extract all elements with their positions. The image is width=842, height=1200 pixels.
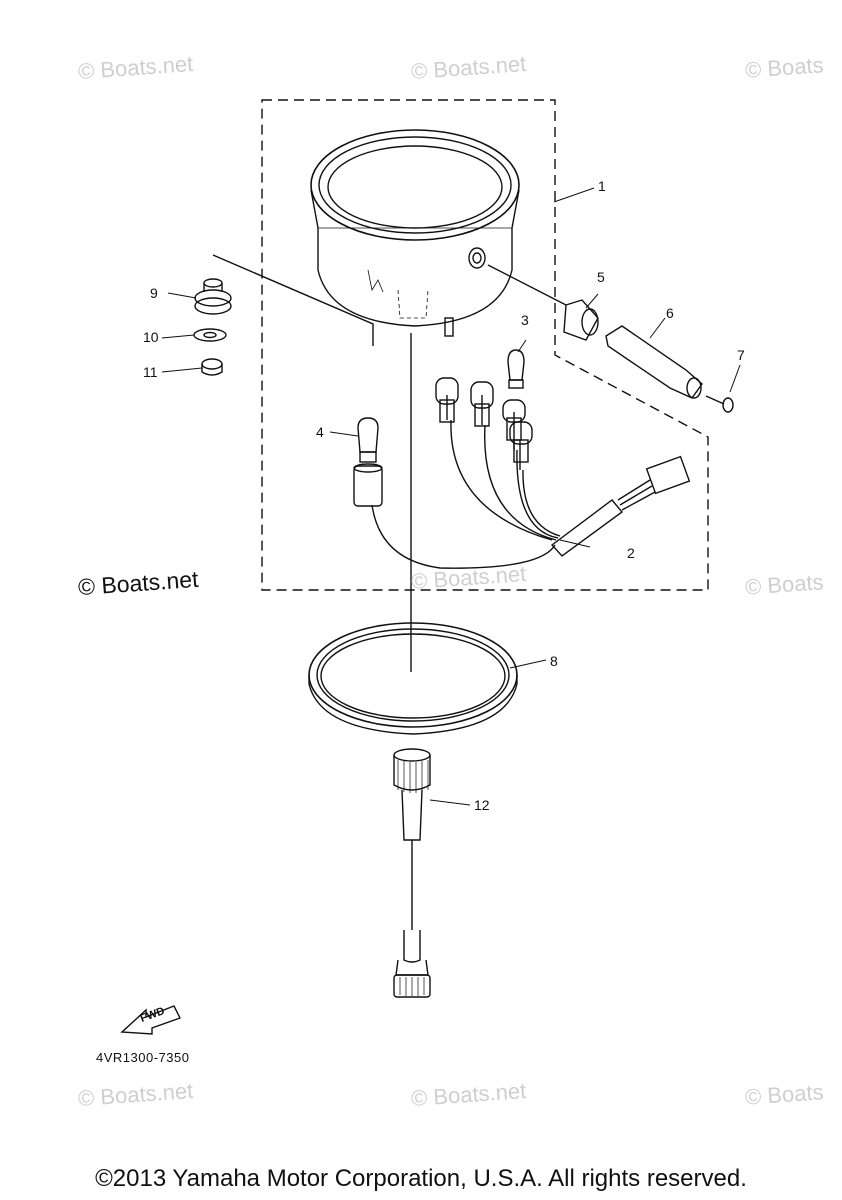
bulb-4 bbox=[353, 417, 383, 507]
rubber-boot bbox=[487, 264, 599, 341]
callout-2: 2 bbox=[627, 545, 635, 561]
drawing-number: 4VR1300-7350 bbox=[96, 1050, 190, 1065]
watermark: © Boats bbox=[744, 1079, 825, 1110]
rubber-grommet bbox=[194, 278, 232, 315]
light-pipe bbox=[605, 325, 703, 399]
wiring-harness bbox=[371, 377, 691, 569]
callout-6: 6 bbox=[666, 305, 674, 321]
washer bbox=[193, 328, 227, 342]
stud-leader bbox=[212, 254, 374, 346]
watermark: © Boats bbox=[744, 569, 825, 600]
screw bbox=[705, 395, 734, 413]
callout-10: 10 bbox=[143, 329, 159, 345]
callout-4: 4 bbox=[316, 424, 324, 440]
watermark: © Boats bbox=[744, 52, 825, 83]
gauge-housing bbox=[310, 129, 520, 337]
callout-3: 3 bbox=[521, 312, 529, 328]
callout-12: 12 bbox=[474, 797, 490, 813]
callout-1: 1 bbox=[598, 178, 606, 194]
callout-7: 7 bbox=[737, 347, 745, 363]
callout-11: 11 bbox=[143, 364, 158, 380]
fwd-arrow-icon bbox=[120, 1005, 181, 1035]
bezel-ring bbox=[308, 622, 518, 735]
copyright-notice: ©2013 Yamaha Motor Corporation, U.S.A. A… bbox=[95, 1165, 747, 1192]
callout-5: 5 bbox=[597, 269, 605, 285]
leader-lines bbox=[161, 187, 741, 806]
assembly-boundary bbox=[261, 99, 709, 591]
hex-nut bbox=[201, 358, 223, 376]
speedometer-cable bbox=[393, 748, 431, 998]
callout-9: 9 bbox=[150, 285, 158, 301]
bulb-3 bbox=[507, 349, 525, 389]
callout-8: 8 bbox=[550, 653, 558, 669]
